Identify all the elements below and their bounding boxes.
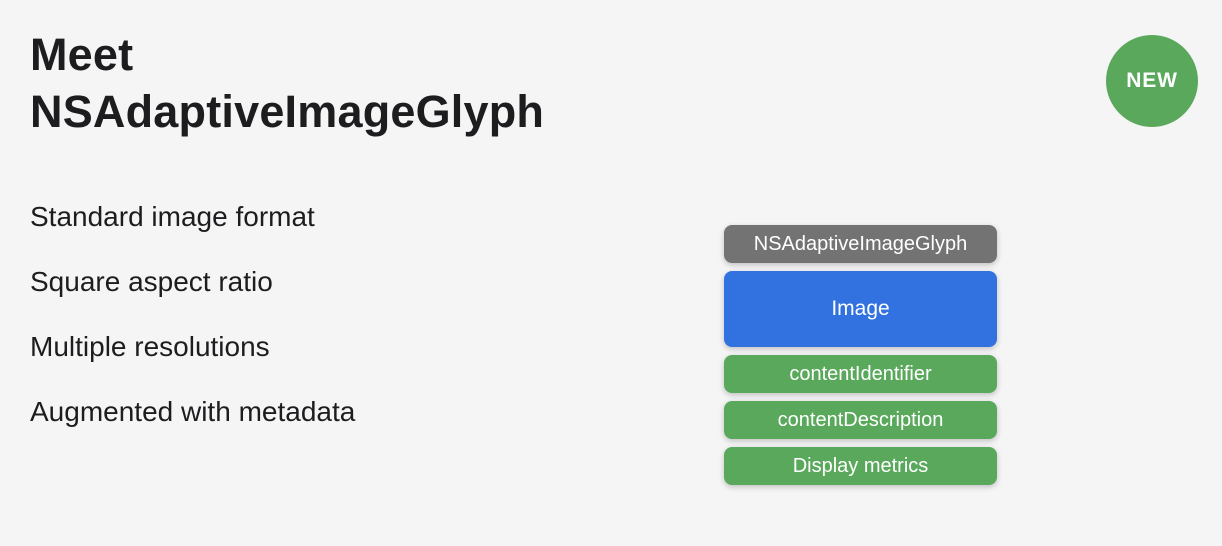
- diagram-box-nsadaptiveimageglyph: NSAdaptiveImageGlyph: [724, 225, 997, 263]
- page-title-line-2: NSAdaptiveImageGlyph: [30, 86, 545, 137]
- diagram-box-label: contentIdentifier: [789, 362, 932, 385]
- diagram-box-label: Display metrics: [792, 454, 929, 477]
- list-item: Square aspect ratio: [30, 266, 273, 297]
- diagram-box-label: NSAdaptiveImageGlyph: [753, 232, 968, 255]
- new-badge: NEW: [1106, 35, 1198, 127]
- diagram-box-display-metrics: Display metrics: [724, 447, 997, 485]
- new-badge-label: NEW: [1126, 69, 1178, 92]
- page-title: Meet NSAdaptiveImageGlyph: [30, 26, 544, 140]
- list-item: Augmented with metadata: [30, 396, 356, 427]
- diagram-box-image: Image: [724, 271, 997, 347]
- diagram-box-label: contentDescription: [777, 408, 944, 431]
- structure-diagram: NSAdaptiveImageGlyph Image contentIdenti…: [724, 225, 997, 485]
- bullet-list: Standard image format Square aspect rati…: [30, 200, 355, 460]
- list-item: Multiple resolutions: [30, 331, 270, 362]
- diagram-box-label: Image: [831, 297, 890, 320]
- page-title-line-1: Meet: [30, 29, 134, 80]
- diagram-box-contentdescription: contentDescription: [724, 401, 997, 439]
- diagram-box-contentidentifier: contentIdentifier: [724, 355, 997, 393]
- list-item: Standard image format: [30, 201, 315, 232]
